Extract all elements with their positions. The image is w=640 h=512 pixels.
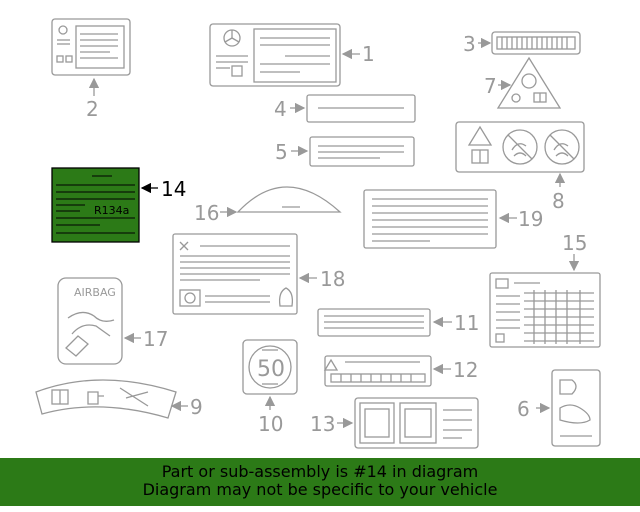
- part-11-label[interactable]: [317, 308, 431, 337]
- airbag-text: AIRBAG: [74, 286, 116, 299]
- callout-2: 2: [86, 97, 99, 121]
- callout-6: 6: [517, 397, 530, 421]
- banner-line-2: Diagram may not be specific to your vehi…: [142, 480, 498, 499]
- callout-19: 19: [518, 207, 543, 231]
- part-16-label[interactable]: [236, 186, 342, 213]
- part-5-label[interactable]: [309, 136, 415, 167]
- callout-4: 4: [274, 97, 287, 121]
- banner-line-1: Part or sub-assembly is #14 in diagram: [161, 462, 479, 481]
- parts-diagram: 2 1 3 7 4 5: [35, 18, 601, 449]
- part-1-label[interactable]: [209, 23, 341, 87]
- callout-14: 14: [161, 177, 186, 201]
- part-19-label[interactable]: [363, 189, 497, 249]
- info-banner: Part or sub-assembly is #14 in diagram D…: [0, 458, 640, 506]
- callout-18: 18: [320, 267, 345, 291]
- callout-3: 3: [463, 32, 476, 56]
- part-15-label[interactable]: [489, 272, 601, 348]
- callout-11: 11: [454, 311, 479, 335]
- callout-12: 12: [453, 358, 478, 382]
- part-12-label[interactable]: [323, 355, 432, 387]
- part-18-label[interactable]: [172, 233, 298, 315]
- part-14-label[interactable]: R134a: [51, 167, 140, 243]
- callout-13: 13: [310, 412, 335, 436]
- callout-10: 10: [258, 412, 283, 436]
- part-9-label[interactable]: [35, 379, 177, 419]
- part-17-label[interactable]: AIRBAG: [57, 277, 123, 365]
- callout-16: 16: [194, 201, 219, 225]
- callout-17: 17: [143, 327, 168, 351]
- callout-5: 5: [275, 140, 288, 164]
- callout-8: 8: [552, 189, 565, 213]
- part-6-label[interactable]: [551, 369, 601, 447]
- callout-15: 15: [562, 231, 587, 255]
- part-10-label[interactable]: 50: [242, 339, 298, 395]
- callout-9: 9: [190, 395, 203, 419]
- part-13-label[interactable]: [354, 397, 479, 449]
- refrigerant-text: R134a: [94, 204, 129, 217]
- callout-7: 7: [484, 74, 497, 98]
- part-2-label[interactable]: [51, 18, 131, 76]
- callout-1: 1: [362, 42, 375, 66]
- part-7-label[interactable]: [496, 56, 562, 109]
- part-8-label[interactable]: [455, 121, 585, 173]
- speed-text: 50: [257, 357, 285, 382]
- part-3-label[interactable]: [491, 31, 581, 55]
